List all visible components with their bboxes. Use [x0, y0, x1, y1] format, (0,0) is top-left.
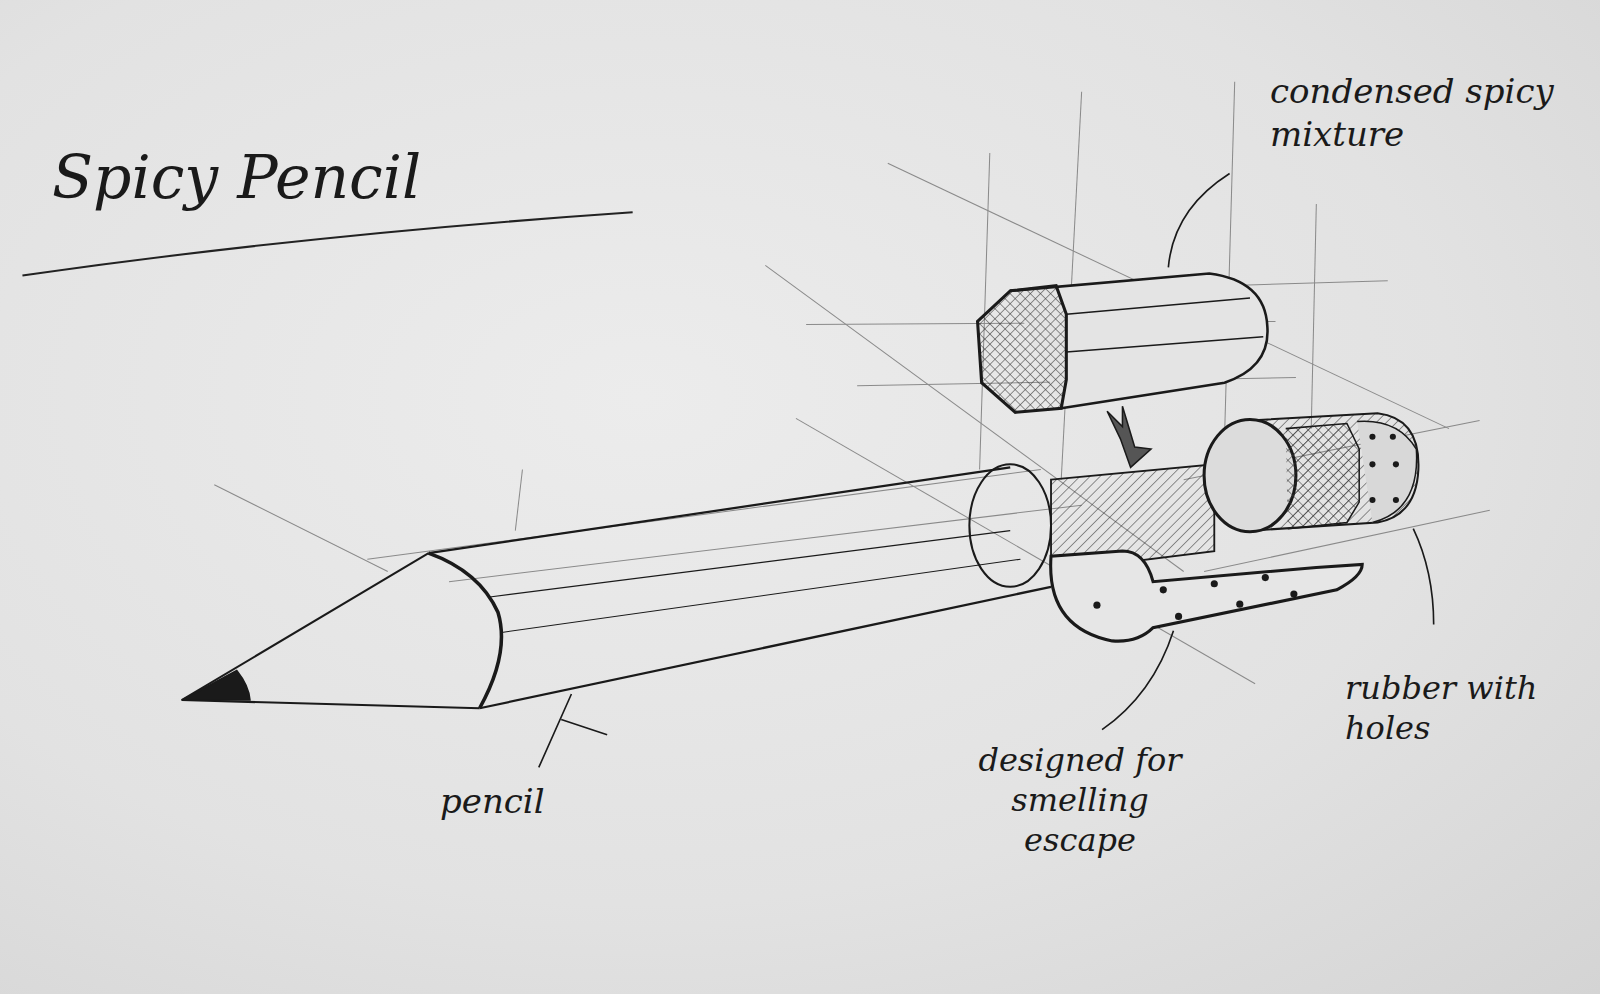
- note-label: designed for smelling escape: [955, 740, 1205, 860]
- part-label: condensed spicy mixture: [1270, 70, 1560, 155]
- diagram-title: Spicy Pencil: [52, 140, 672, 215]
- title-underline: [22, 212, 632, 275]
- leader-lines: [539, 173, 1434, 767]
- part-label: rubber with holes: [1345, 668, 1580, 748]
- part-label: pencil: [440, 780, 640, 823]
- pencil-drawing: [182, 274, 1419, 709]
